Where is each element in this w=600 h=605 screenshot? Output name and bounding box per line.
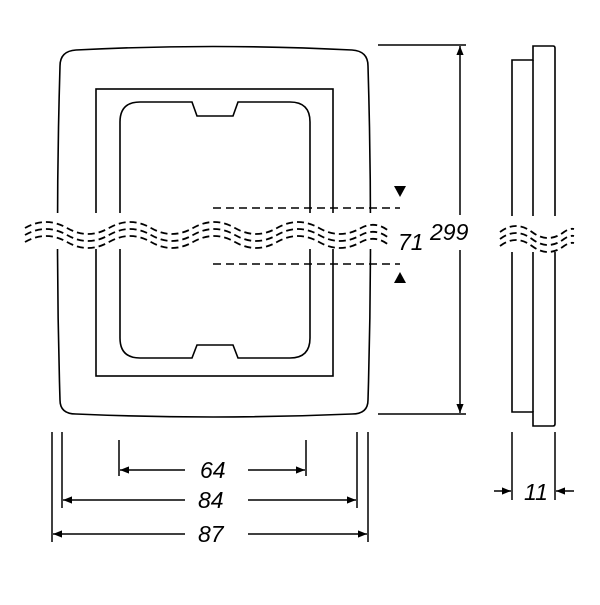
dim-inner-width-label: 64 (200, 457, 226, 483)
side-break-line-2 (499, 232, 575, 246)
dim-opening-width-label: 84 (198, 487, 224, 513)
dim-depth-label: 11 (524, 479, 548, 505)
side-break-line-3 (499, 239, 575, 253)
depth-dimension (494, 432, 574, 500)
lower-arrowhead (394, 272, 406, 283)
side-break-lines (499, 225, 575, 253)
break-band-mask (24, 213, 392, 249)
overall-height-dimension (378, 44, 466, 415)
dim-overall-width-label: 87 (198, 521, 225, 547)
side-break-mask (497, 216, 577, 252)
side-profile (511, 45, 556, 427)
dim-overall-height-label: 299 (429, 219, 469, 245)
center-spacing-dimension (213, 186, 406, 283)
dim-center-spacing-label: 71 (398, 229, 424, 255)
inner-opening (119, 101, 311, 359)
break-line-3 (24, 235, 391, 249)
width-dimensions (51, 432, 369, 542)
upper-arrowhead (394, 186, 406, 197)
break-lines (24, 221, 391, 249)
side-break-line-1 (499, 225, 575, 239)
break-line-2 (24, 228, 391, 242)
break-line-1 (24, 221, 391, 235)
